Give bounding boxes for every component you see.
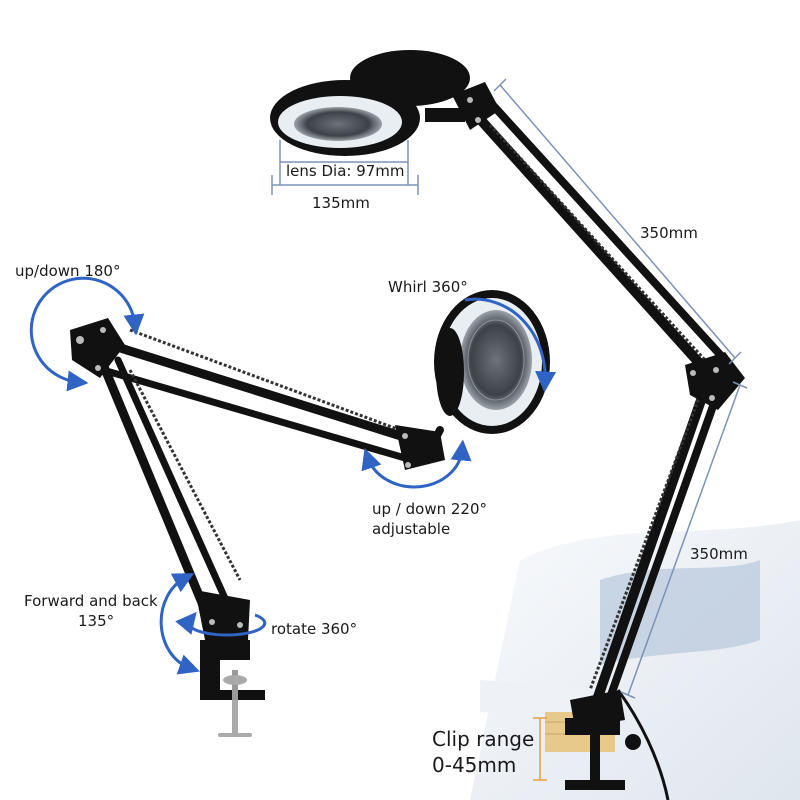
up-down-180-label: up/down 180° (15, 262, 121, 280)
up-down-220-label: up / down 220° (372, 500, 487, 518)
clip-range-value-label: 0-45mm (432, 753, 517, 777)
upper-arm-length-label: 350mm (640, 224, 698, 242)
dimension-lines (271, 78, 748, 781)
rotate-360-label: rotate 360° (271, 620, 358, 638)
up-down-180-arrow-icon (29, 276, 145, 392)
whirl-360-arrow-icon (464, 297, 557, 393)
desk-background (470, 520, 800, 800)
right-lamp (270, 50, 745, 800)
whirl-360-label: Whirl 360° (388, 278, 468, 296)
clip-range-label: Clip range (432, 727, 535, 751)
head-width-label: 135mm (312, 194, 370, 212)
rotation-arrows (29, 276, 557, 675)
rotate-360-arrow-icon (175, 611, 267, 637)
lens-diameter-label: lens Dia: 97mm (286, 162, 405, 180)
left-magnifier-head (428, 290, 550, 449)
forward-back-label: Forward and back (24, 592, 158, 610)
lower-arm-length-label: 350mm (690, 545, 748, 563)
up-down-220-arrow-icon (361, 439, 472, 489)
forward-back-angle-label: 135° (78, 612, 115, 630)
adjustable-label: adjustable (372, 520, 451, 538)
right-magnifier-head (270, 50, 470, 156)
forward-back-arrow-icon (159, 573, 200, 675)
